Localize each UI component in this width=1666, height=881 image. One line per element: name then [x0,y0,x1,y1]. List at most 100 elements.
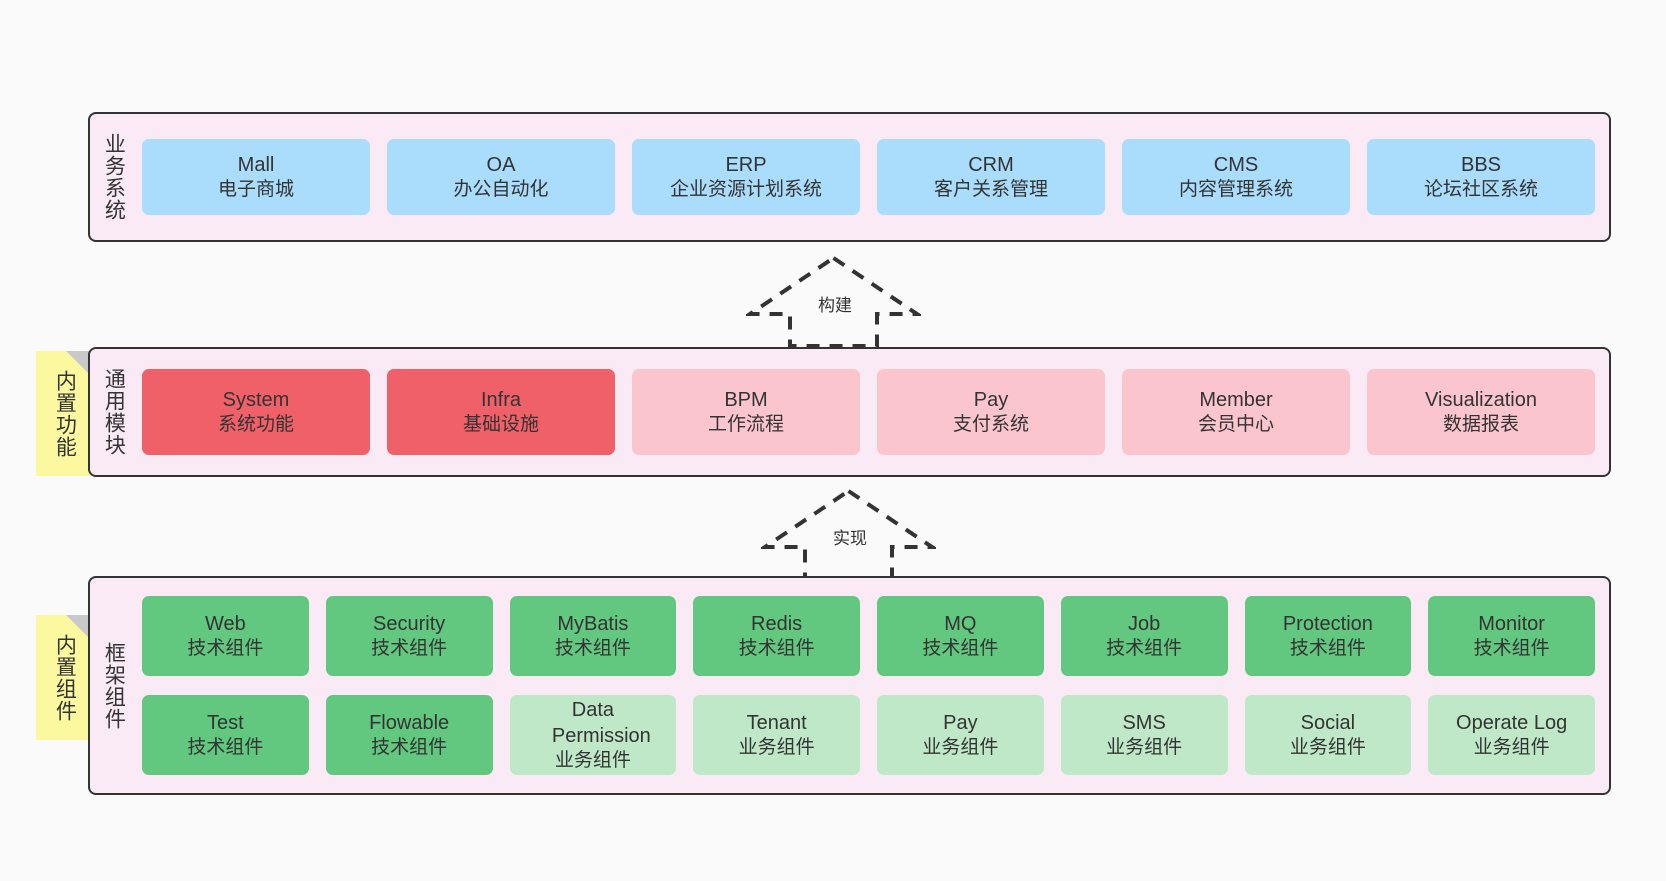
node-title: Protection [1282,612,1373,635]
node-title: Flowable [369,711,450,734]
node-title: System [222,388,290,411]
node-title: OA [486,153,516,176]
node-subtitle: 电子商城 [217,178,294,200]
node-title: CRM [968,153,1014,176]
node-subtitle: 业务组件 [922,736,999,758]
node-pay-business[interactable]: Pay 业务组件 [877,695,1044,775]
connector-implement-label: 实现 [833,529,867,548]
node-title: CMS [1213,153,1259,176]
node-title: MyBatis [557,612,629,635]
node-bpm[interactable]: BPM 工作流程 [632,369,860,455]
node-title: Test [207,711,244,734]
node-sms[interactable]: SMS 业务组件 [1060,695,1228,775]
sticky-note-label: 内置功能 [53,369,77,458]
node-subtitle: 技术组件 [187,736,264,758]
node-subtitle: 技术组件 [187,637,264,659]
note-fold-corner-icon [66,615,92,641]
node-web[interactable]: Web 技术组件 [142,596,309,676]
node-oa[interactable]: OA 办公自动化 [387,139,615,215]
node-data-permission[interactable]: Data Permission 业务组件 [509,695,677,775]
node-subtitle: 会员中心 [1197,413,1274,435]
node-mall[interactable]: Mall 电子商城 [142,139,370,215]
node-title: Member [1199,388,1273,411]
node-title: Visualization [1425,388,1537,411]
node-subtitle: 业务组件 [738,736,815,758]
layer-title-business: 业务系统 [102,133,126,221]
node-subtitle: 技术组件 [371,637,448,659]
node-subtitle: 企业资源计划系统 [669,178,822,200]
node-protection[interactable]: Protection 技术组件 [1244,596,1412,676]
node-member[interactable]: Member 会员中心 [1122,369,1350,455]
node-mybatis[interactable]: MyBatis 技术组件 [509,596,677,676]
node-subtitle: 办公自动化 [453,178,549,200]
node-title: MQ [944,612,977,635]
node-title: Job [1128,612,1161,635]
layer-row: Web 技术组件 Security 技术组件 MyBatis 技术组件 Redi… [142,596,1595,676]
node-erp[interactable]: ERP 企业资源计划系统 [632,139,860,215]
node-infra[interactable]: Infra 基础设施 [387,369,615,455]
layer-title-common: 通用模块 [102,368,126,456]
node-mq[interactable]: MQ 技术组件 [877,596,1044,676]
node-title: Social [1300,711,1356,734]
node-crm[interactable]: CRM 客户关系管理 [877,139,1105,215]
node-subtitle: 技术组件 [738,637,815,659]
node-job[interactable]: Job 技术组件 [1060,596,1228,676]
node-security[interactable]: Security 技术组件 [325,596,493,676]
node-title: Security [373,612,446,635]
node-title: BBS [1460,153,1502,176]
sticky-note-builtin-function[interactable]: 内置功能 [36,351,92,476]
layer-body-business: Mall 电子商城 OA 办公自动化 ERP 企业资源计划系统 CRM 客户关系… [136,114,1609,240]
node-title: Operate Log [1456,711,1568,734]
node-cms[interactable]: CMS 内容管理系统 [1122,139,1350,215]
node-title: Tenant [746,711,807,734]
layer-title-framework: 框架组件 [102,641,126,730]
layer-body-framework: Web 技术组件 Security 技术组件 MyBatis 技术组件 Redi… [136,578,1609,793]
node-subtitle: 业务组件 [1106,736,1183,758]
node-tenant[interactable]: Tenant 业务组件 [693,695,860,775]
node-subtitle: 内容管理系统 [1178,178,1293,200]
node-test[interactable]: Test 技术组件 [142,695,309,775]
node-subtitle: 技术组件 [1289,637,1366,659]
node-subtitle: 客户关系管理 [933,178,1048,200]
sticky-note-label: 内置组件 [53,633,77,722]
node-title: Infra [480,388,522,411]
node-flowable[interactable]: Flowable 技术组件 [325,695,493,775]
node-subtitle: 技术组件 [1473,637,1550,659]
node-title: Redis [751,612,803,635]
sticky-note-builtin-component[interactable]: 内置组件 [36,615,92,740]
node-pay[interactable]: Pay 支付系统 [877,369,1105,455]
node-title: Mall [237,153,275,176]
node-subtitle: 数据报表 [1442,413,1519,435]
connector-build-label: 构建 [818,296,852,315]
node-system[interactable]: System 系统功能 [142,369,370,455]
node-bbs[interactable]: BBS 论坛社区系统 [1367,139,1595,215]
node-operate-log[interactable]: Operate Log 业务组件 [1428,695,1595,775]
node-redis[interactable]: Redis 技术组件 [693,596,860,676]
node-subtitle: 工作流程 [707,413,784,435]
layer-framework-component[interactable]: 框架组件 Web 技术组件 Security 技术组件 MyBatis 技术组件… [88,576,1611,795]
layer-body-common: System 系统功能 Infra 基础设施 BPM 工作流程 Pay 支付系统… [136,349,1609,475]
layer-row: Test 技术组件 Flowable 技术组件 Data Permission … [142,695,1595,775]
node-visualization[interactable]: Visualization 数据报表 [1367,369,1595,455]
node-title: Web [204,612,246,635]
layer-business-system[interactable]: 业务系统 Mall 电子商城 OA 办公自动化 ERP 企业资源计划系统 CRM… [88,112,1611,242]
node-subtitle: 业务组件 [1473,736,1550,758]
node-title: SMS [1122,711,1166,734]
node-subtitle: 支付系统 [952,413,1029,435]
node-social[interactable]: Social 业务组件 [1244,695,1412,775]
node-title: ERP [725,153,767,176]
node-subtitle: 技术组件 [1106,637,1183,659]
node-title: Data Permission [551,698,651,747]
node-title: Pay [943,711,978,734]
connector-build-arrow-icon [745,255,921,348]
node-subtitle: 技术组件 [371,736,448,758]
note-fold-corner-icon [66,351,92,377]
layer-row: Mall 电子商城 OA 办公自动化 ERP 企业资源计划系统 CRM 客户关系… [142,139,1595,215]
node-title: Monitor [1478,612,1545,635]
node-monitor[interactable]: Monitor 技术组件 [1428,596,1595,676]
layer-common-module[interactable]: 通用模块 System 系统功能 Infra 基础设施 BPM 工作流程 Pay… [88,347,1611,477]
node-title: Pay [973,388,1009,411]
layer-row: System 系统功能 Infra 基础设施 BPM 工作流程 Pay 支付系统… [142,369,1595,455]
node-subtitle: 系统功能 [217,413,294,435]
